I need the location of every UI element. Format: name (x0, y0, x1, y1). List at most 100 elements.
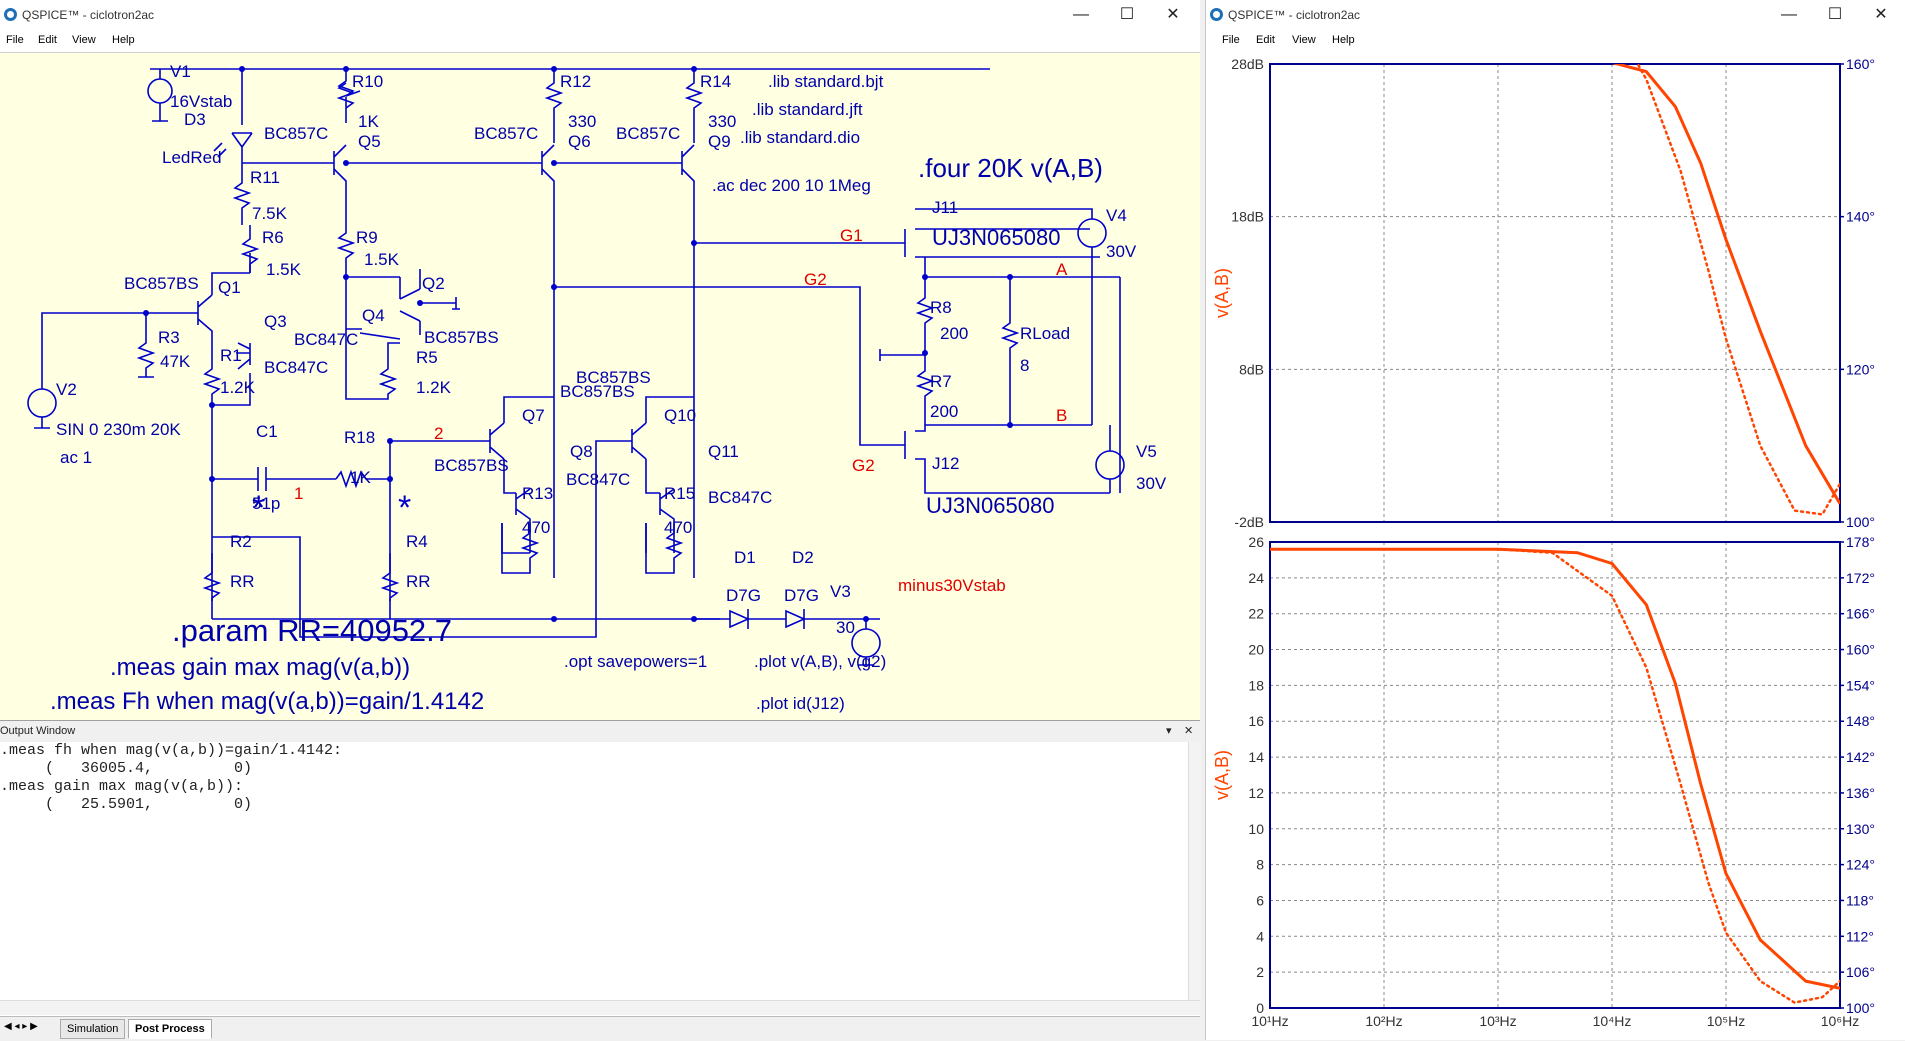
maximize-button[interactable]: ☐ (1827, 6, 1843, 23)
output-window-header[interactable]: Output Window ▾ ✕ (0, 720, 1200, 743)
label-r10-val: 1K (358, 112, 379, 131)
label-r18: R18 (344, 428, 375, 447)
y-right-tick-label: 130° (1846, 821, 1875, 837)
schematic-titlebar[interactable]: QSPICE™ - ciclotron2ac — ☐ ✕ (0, 0, 1200, 30)
menu-help[interactable]: Help (112, 34, 135, 46)
directive-lib-bjt[interactable]: .lib standard.bjt (768, 72, 884, 91)
label-q11-type: BC847C (708, 488, 772, 507)
y-left-tick-label: 26 (1248, 534, 1264, 550)
label-q4-type: BC847C (294, 330, 358, 349)
menu-view[interactable]: View (72, 34, 96, 46)
tab-simulation[interactable]: Simulation (60, 1019, 126, 1039)
label-r2-val: RR (230, 572, 255, 591)
label-d1-val: D7G (726, 586, 761, 605)
node-label-2: 2 (434, 424, 443, 443)
schematic-canvas[interactable]: * * V1 16Vstab D3 LedRed R10 1K Q5 BC857… (0, 52, 1200, 721)
label-q7: Q7 (522, 406, 545, 425)
directive-meas-gain[interactable]: .meas gain max mag(v(a,b)) (110, 654, 410, 681)
y-left-tick-label: 20 (1248, 642, 1264, 658)
directive-lib-dio[interactable]: .lib standard.dio (740, 128, 860, 147)
menu-edit[interactable]: Edit (1256, 34, 1275, 46)
label-v3-val: 30 (836, 618, 855, 637)
dropdown-arrow-icon[interactable]: ▾ (1166, 725, 1172, 737)
directive-lib-jft[interactable]: .lib standard.jft (752, 100, 863, 119)
label-v5-val: 30V (1136, 474, 1167, 493)
close-button[interactable]: ✕ (1874, 6, 1888, 23)
tab-post-process[interactable]: Post Process (128, 1019, 212, 1039)
plot-frame (1269, 541, 1841, 1009)
waveform-window: QSPICE™ - ciclotron2ac — ☐ ✕ File Edit V… (1205, 0, 1905, 1040)
qspice-app-icon (1210, 8, 1223, 21)
y-left-tick-label: 16 (1248, 713, 1264, 729)
label-v2-val: SIN 0 230m 20K (56, 420, 181, 439)
label-r4: R4 (406, 532, 428, 551)
menu-edit[interactable]: Edit (38, 34, 57, 46)
label-rload-val: 8 (1020, 356, 1029, 375)
label-d3: D3 (184, 110, 206, 129)
menu-file[interactable]: File (1222, 34, 1240, 46)
schematic-drawing[interactable]: * * V1 16Vstab D3 LedRed R10 1K Q5 BC857… (0, 53, 1200, 721)
label-r7: R7 (930, 372, 952, 391)
directive-plot[interactable]: .plot v(A,B), v(g2) (754, 652, 886, 671)
label-r13-val: 470 (522, 518, 550, 537)
y-left-tick-label: 6 (1256, 892, 1264, 908)
menu-help[interactable]: Help (1332, 34, 1355, 46)
directive-ac[interactable]: .ac dec 200 10 1Meg (712, 176, 871, 195)
series-line-dotted (1270, 547, 1840, 1004)
label-r15: R15 (664, 484, 695, 503)
directive-four[interactable]: .four 20K v(A,B) (918, 153, 1103, 183)
label-r4-val: RR (406, 572, 431, 591)
label-r14-val: 330 (708, 112, 736, 131)
directive-param[interactable]: .param RR=40952.7 (172, 613, 452, 648)
close-icon[interactable]: ✕ (1184, 725, 1194, 737)
waveform-plots[interactable]: 28dB18dB8dB-2dB160°140°120°100°v(A,B)262… (1206, 52, 1905, 1040)
label-r3: R3 (158, 328, 180, 347)
bottom-tab-bar: ◀ ◂ ▸ ▶ Simulation Post Process (0, 1016, 1200, 1041)
label-r14: R14 (700, 72, 731, 91)
label-q7-type: BC857BS (434, 456, 509, 475)
menu-view[interactable]: View (1292, 34, 1316, 46)
menubar: File Edit View Help (1206, 30, 1905, 52)
y-axis-label: v(A,B) (1212, 750, 1232, 800)
maximize-button[interactable]: ☐ (1119, 6, 1135, 23)
directive-meas-fh[interactable]: .meas Fh when mag(v(a,b))=gain/1.4142 (50, 688, 484, 715)
y-left-tick-label: 2 (1256, 964, 1264, 980)
label-d3-val: LedRed (162, 148, 222, 167)
label-v1: V1 (170, 62, 191, 81)
waveform-titlebar[interactable]: QSPICE™ - ciclotron2ac — ☐ ✕ (1206, 0, 1905, 30)
label-v3: V3 (830, 582, 851, 601)
window-title: QSPICE™ - ciclotron2ac (22, 8, 155, 22)
y-right-tick-label: 160° (1846, 56, 1875, 72)
label-v1-val: 16Vstab (170, 92, 232, 111)
directive-opt[interactable]: .opt savepowers=1 (564, 652, 707, 671)
output-vertical-scrollbar[interactable] (1188, 742, 1201, 1000)
menu-file[interactable]: File (6, 34, 24, 46)
y-left-tick-label: 14 (1248, 749, 1264, 765)
output-window-text[interactable]: .meas fh when mag(v(a,b))=gain/1.4142: (… (0, 742, 1188, 1000)
label-c1-val: 51p (252, 494, 280, 513)
label-q3-type: BC847C (264, 358, 328, 377)
label-q5: Q5 (358, 132, 381, 151)
label-j11-type: UJ3N065080 (932, 225, 1060, 250)
minimize-button[interactable]: — (1073, 6, 1089, 23)
close-button[interactable]: ✕ (1166, 6, 1180, 23)
y-left-tick-label: 4 (1256, 928, 1264, 944)
y-right-tick-label: 172° (1846, 570, 1875, 586)
y-left-tick-label: 8 (1256, 857, 1264, 873)
tab-nav-arrows-icon[interactable]: ◀ ◂ ▸ ▶ (4, 1021, 38, 1032)
output-horizontal-scrollbar[interactable] (0, 1000, 1200, 1015)
directive-plot-id[interactable]: .plot id(J12) (756, 694, 845, 713)
label-r1-val: 1.2K (220, 378, 256, 397)
label-r6: R6 (262, 228, 284, 247)
label-r13: R13 (522, 484, 553, 503)
y-left-tick-label: -2dB (1234, 514, 1264, 530)
label-r9: R9 (356, 228, 378, 247)
y-left-tick-label: 28dB (1231, 56, 1264, 72)
node-label-b: B (1056, 406, 1067, 425)
label-q6-type: BC857C (474, 124, 538, 143)
label-r7-val: 200 (930, 402, 958, 421)
minimize-button[interactable]: — (1781, 6, 1797, 23)
qspice-app-icon (4, 8, 17, 21)
label-q9-type: BC857C (616, 124, 680, 143)
